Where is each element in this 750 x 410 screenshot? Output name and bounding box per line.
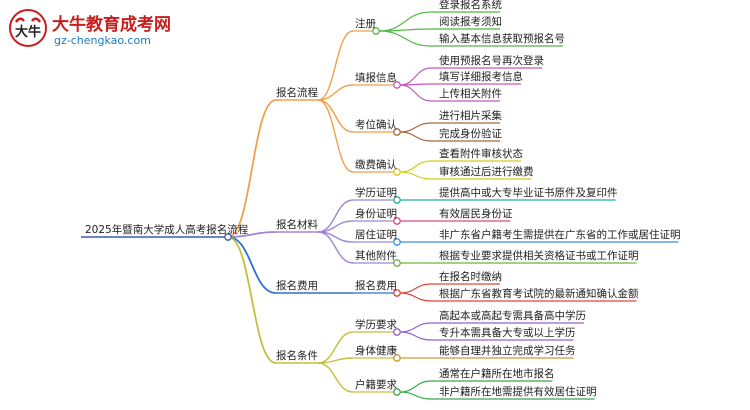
leaf-connector [399, 122, 432, 133]
sub-node-label: 其他附件 [355, 250, 397, 262]
branch-label: 报名条件 [276, 350, 318, 362]
leaf-node-label: 在报名时缴纳 [439, 271, 502, 283]
leaf-node-label: 根据专业要求提供相关资格证书或工作证明 [439, 250, 639, 262]
leaf-connector [399, 84, 432, 102]
leaf-node-label: 通常在户籍所在地市报名 [439, 368, 555, 380]
leaf-connector [399, 160, 432, 173]
leaf-node-label: 上传相关附件 [439, 88, 502, 100]
branch-connector [227, 231, 277, 238]
bull-logo-icon: 大牛 [9, 9, 47, 47]
sub-node-label: 学历证明 [355, 187, 397, 199]
leaf-node-label: 阅读报考须知 [439, 16, 502, 28]
leaf-node-label: 输入基本信息获取预报名号 [439, 33, 565, 45]
branch-connector [227, 236, 277, 364]
leaf-connector [399, 380, 432, 393]
sub-connector [317, 84, 354, 101]
sub-connector [317, 331, 354, 364]
svg-text:大牛: 大牛 [15, 24, 41, 40]
branch-connector [227, 236, 277, 294]
leaf-node-label: 非广东省户籍考生需提供在广东省的工作或居住证明 [439, 229, 681, 241]
leaf-connector [399, 131, 432, 142]
sub-node-label: 缴费确认 [355, 159, 397, 171]
sub-node-label: 身体健康 [355, 345, 397, 357]
sub-node-label: 注册 [355, 18, 376, 30]
root-node-dot [224, 233, 232, 241]
leaf-node-label: 进行相片采集 [439, 110, 502, 122]
leaf-node-label: 专升本需具备大专或以上学历 [439, 327, 576, 339]
sub-connector [317, 357, 354, 364]
leaf-connector [399, 283, 432, 294]
sub-connector [317, 30, 354, 101]
leaf-node-label: 完成身份验证 [439, 128, 502, 140]
logo-title: 大牛教育成考网 [52, 15, 171, 35]
leaf-connector [399, 391, 432, 400]
leaf-connector [378, 30, 432, 47]
leaf-connector [399, 171, 432, 180]
branch-label: 报名费用 [276, 280, 318, 292]
sub-node-label: 报名费用 [355, 280, 397, 292]
branch-label: 报名流程 [276, 87, 318, 99]
leaf-node-label: 根据广东省教育考试院的最新通知确认金额 [439, 288, 639, 300]
leaf-connector [399, 322, 432, 333]
sub-connector [317, 231, 354, 264]
leaf-connector [378, 11, 432, 32]
sub-node-label: 学历要求 [355, 319, 397, 331]
leaf-connector [399, 67, 432, 86]
leaf-node-label: 有效居民身份证 [439, 208, 513, 220]
sub-node-label: 户籍要求 [355, 379, 397, 391]
leaf-node-label: 非户籍所在地需提供有效居住证明 [439, 386, 597, 398]
leaf-connector [399, 331, 432, 341]
root-node-label: 2025年暨南大学成人高考报名流程 [85, 224, 249, 236]
sub-node-label: 填报信息 [355, 72, 397, 84]
leaf-connector [399, 292, 432, 302]
leaf-node-label: 高起本或高起专需具备高中学历 [439, 310, 586, 322]
leaf-node-label: 登录报名系统 [439, 0, 502, 11]
sub-connector [317, 99, 354, 173]
sub-connector [317, 99, 354, 133]
sub-node-label: 居住证明 [355, 229, 397, 241]
leaf-node-label: 填写详细报考信息 [439, 71, 523, 83]
leaf-node-label: 使用预报名号再次登录 [439, 55, 544, 67]
branch-label: 报名材料 [276, 219, 318, 231]
sub-node-label: 考位确认 [355, 119, 397, 131]
leaf-node-label: 提供高中或大专毕业证书原件及复印件 [439, 187, 618, 199]
sub-node-label: 身份证明 [355, 208, 397, 220]
logo-url: gz-chengkao.com [54, 34, 151, 47]
leaf-node-label: 查看附件审核状态 [439, 148, 523, 160]
sub-connector [317, 362, 354, 393]
site-logo: 大牛 大牛教育成考网 gz-chengkao.com [8, 8, 228, 54]
leaf-node-label: 能够自理并独立完成学习任务 [439, 345, 576, 357]
branch-connector [227, 99, 277, 238]
leaf-node-label: 审核通过后进行缴费 [439, 166, 534, 178]
